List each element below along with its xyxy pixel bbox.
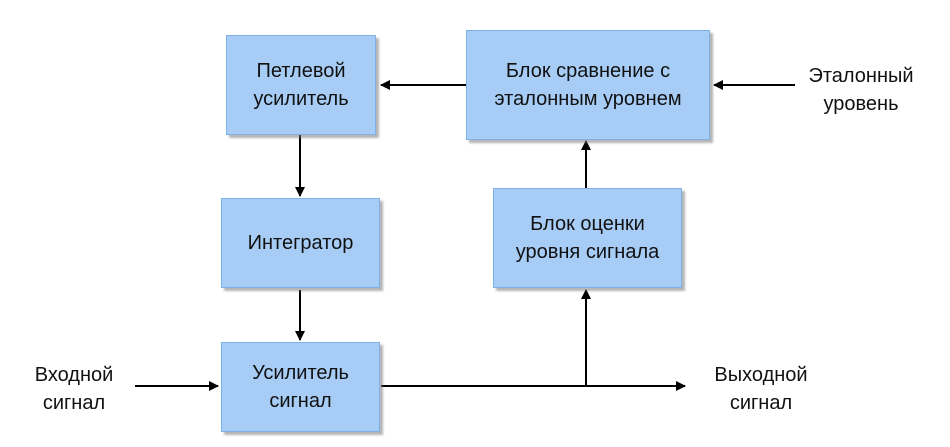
integrator-block: Интегратор [221, 198, 380, 288]
loop-amplifier-block: Петлевой усилитель [226, 35, 376, 135]
output-signal-label: Выходной сигнал [714, 364, 808, 414]
input-signal-label: Входной сигнал [34, 364, 114, 414]
signal-amplifier-block: Усилитель сигнал [221, 342, 380, 432]
comparison-block: Блок сравнение с эталонным уровнем [466, 30, 710, 140]
reference-level-label: Эталонный уровень [808, 65, 914, 115]
level-estimator-block: Блок оценки уровня сигнала [493, 188, 682, 288]
